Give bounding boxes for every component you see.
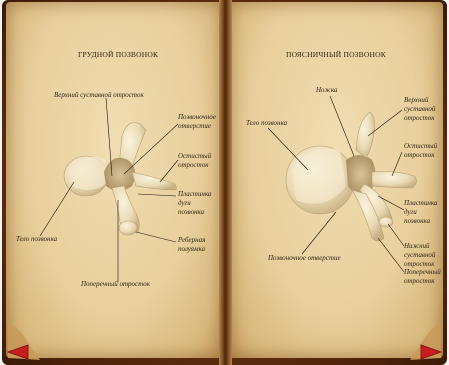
label-arch-1: Пластинка bbox=[178, 190, 211, 198]
triangle-right-icon[interactable] bbox=[419, 343, 443, 361]
label-pedicle: Ножка bbox=[316, 86, 338, 94]
label-arch-2: дуги bbox=[178, 199, 191, 207]
label-inferior-3: отросток bbox=[404, 260, 435, 268]
label-spinous-right-2: отросток bbox=[404, 151, 435, 159]
label-vertebral-foramen-right: Позвоночное отверстие bbox=[268, 254, 341, 262]
label-superior-3: отросток bbox=[404, 114, 435, 122]
label-superior-2: суставной bbox=[404, 105, 435, 113]
label-spinous-right-1: Остистый bbox=[404, 142, 437, 150]
book-spine bbox=[219, 0, 232, 365]
left-page-title: ГРУДНОЙ ПОЗВОНОК bbox=[78, 50, 158, 59]
label-inferior-2: суставной bbox=[404, 251, 435, 259]
label-arch-right-1: Пластинка bbox=[404, 199, 437, 207]
label-spinous-1: Остистый bbox=[178, 152, 211, 160]
triangle-left-icon[interactable] bbox=[6, 343, 30, 361]
label-arch-3: позвонка bbox=[178, 208, 204, 216]
right-page-title: ПОЯСНИЧНЫЙ ПОЗВОНОК bbox=[286, 50, 386, 59]
label-arch-right-3: позвонка bbox=[404, 217, 430, 225]
label-spinous-2: отросток bbox=[178, 161, 209, 169]
label-superior-articular: Верхний суставной отросток bbox=[54, 91, 144, 99]
label-transverse-right-1: Поперечный bbox=[404, 268, 441, 276]
label-vertebral-foramen-1: Позвоночное bbox=[178, 113, 216, 121]
label-transverse-left: Поперечный отросток bbox=[81, 280, 150, 288]
label-superior-1: Верхний bbox=[404, 96, 428, 104]
label-inferior-1: Нижний bbox=[404, 242, 430, 250]
label-vertebral-body-left: Тело позвонка bbox=[16, 235, 57, 243]
label-arch-right-2: дуги bbox=[404, 208, 417, 216]
label-costal-1: Реберная bbox=[178, 236, 205, 244]
label-costal-2: полуямка bbox=[178, 245, 205, 253]
label-vertebral-foramen-2: отверстие bbox=[178, 122, 211, 130]
label-vertebral-body-right: Тело позвонка bbox=[246, 119, 287, 127]
label-transverse-right-2: отросток bbox=[404, 277, 435, 285]
